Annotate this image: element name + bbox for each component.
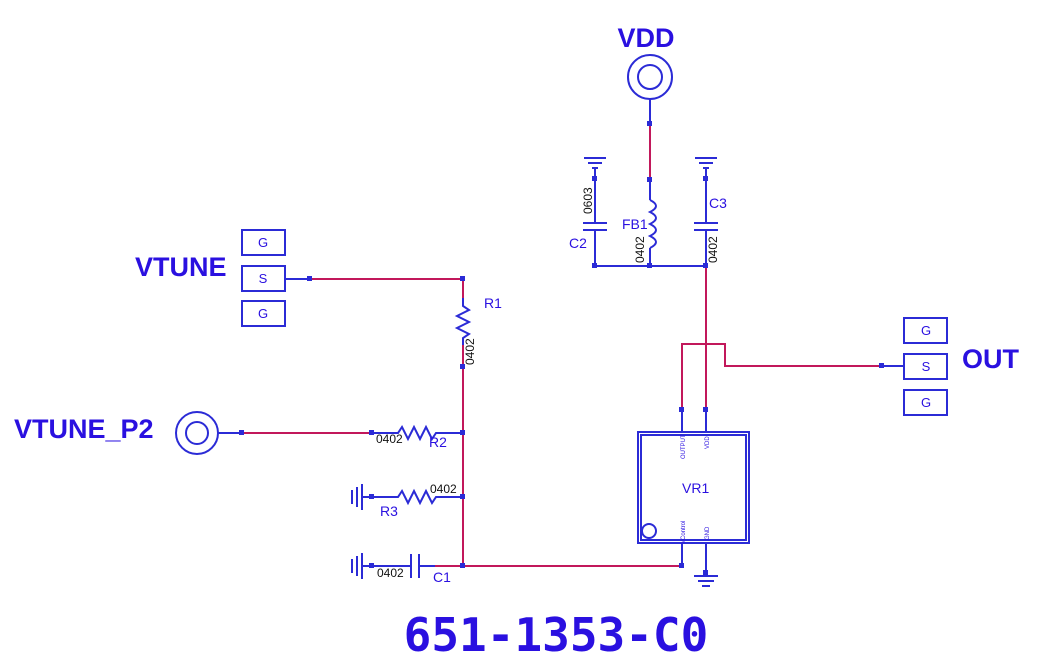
fb1-ref: FB1 xyxy=(622,216,648,232)
vtune-s: S xyxy=(259,271,268,286)
vdd-label: VDD xyxy=(617,23,674,53)
wire-output xyxy=(681,343,882,410)
c1-capacitor: 0402 C1 xyxy=(351,553,451,585)
fb1-pkg: 0402 xyxy=(633,236,647,263)
out-g-bottom: G xyxy=(921,395,931,410)
c3-capacitor: C3 0402 xyxy=(694,157,727,266)
vtune-g-top: G xyxy=(258,235,268,250)
part-number: 651-1353-C0 xyxy=(404,608,709,662)
out-gsg-pads: G S G OUT xyxy=(882,317,1020,416)
c1-ref: C1 xyxy=(433,569,451,585)
r2-ref: R2 xyxy=(429,434,447,450)
vr1-vco: VR1 OUTPUT VDD VControl GND xyxy=(637,410,750,587)
vr1-pin-gnd: GND xyxy=(705,526,711,540)
vr1-pin-vcontrol: VControl xyxy=(681,521,687,544)
vr1-ref: VR1 xyxy=(682,480,709,496)
r1-pkg: 0402 xyxy=(463,338,477,365)
r1-ref: R1 xyxy=(484,295,502,311)
junction-nodes xyxy=(239,121,884,575)
wire-vtune xyxy=(288,278,464,298)
r2-pkg: 0402 xyxy=(376,432,403,446)
c3-pkg: 0402 xyxy=(706,236,720,263)
vdd-port: VDD xyxy=(617,23,675,124)
r2-resistor: 0402 R2 xyxy=(372,424,463,450)
vtune-label: VTUNE xyxy=(135,252,227,282)
c3-ref: C3 xyxy=(709,195,727,211)
c2-capacitor: C2 0603 xyxy=(569,157,607,266)
fb1-inductor: FB1 0402 xyxy=(622,180,657,266)
vr1-pin-output: OUTPUT xyxy=(681,434,687,459)
vtune-g-bottom: G xyxy=(258,306,268,321)
r3-resistor: 0402 R3 xyxy=(351,482,463,519)
c2-pkg: 0603 xyxy=(581,187,595,214)
c2-ref: C2 xyxy=(569,235,587,251)
out-label: OUT xyxy=(962,344,1020,374)
vtune-gsg-pads: G S G VTUNE xyxy=(135,229,310,327)
out-g-top: G xyxy=(921,323,931,338)
vtune-p2-label: VTUNE_P2 xyxy=(14,414,154,444)
c1-pkg: 0402 xyxy=(377,566,404,580)
r3-ref: R3 xyxy=(380,503,398,519)
wire-c1-to-vcontrol xyxy=(435,545,683,567)
r1-resistor: R1 0402 xyxy=(454,295,502,365)
r3-pkg: 0402 xyxy=(430,482,457,496)
vr1-pin-vdd: VDD xyxy=(705,436,711,449)
vtune-p2-port: VTUNE_P2 xyxy=(14,411,242,455)
wires xyxy=(218,102,882,567)
out-s: S xyxy=(922,359,931,374)
